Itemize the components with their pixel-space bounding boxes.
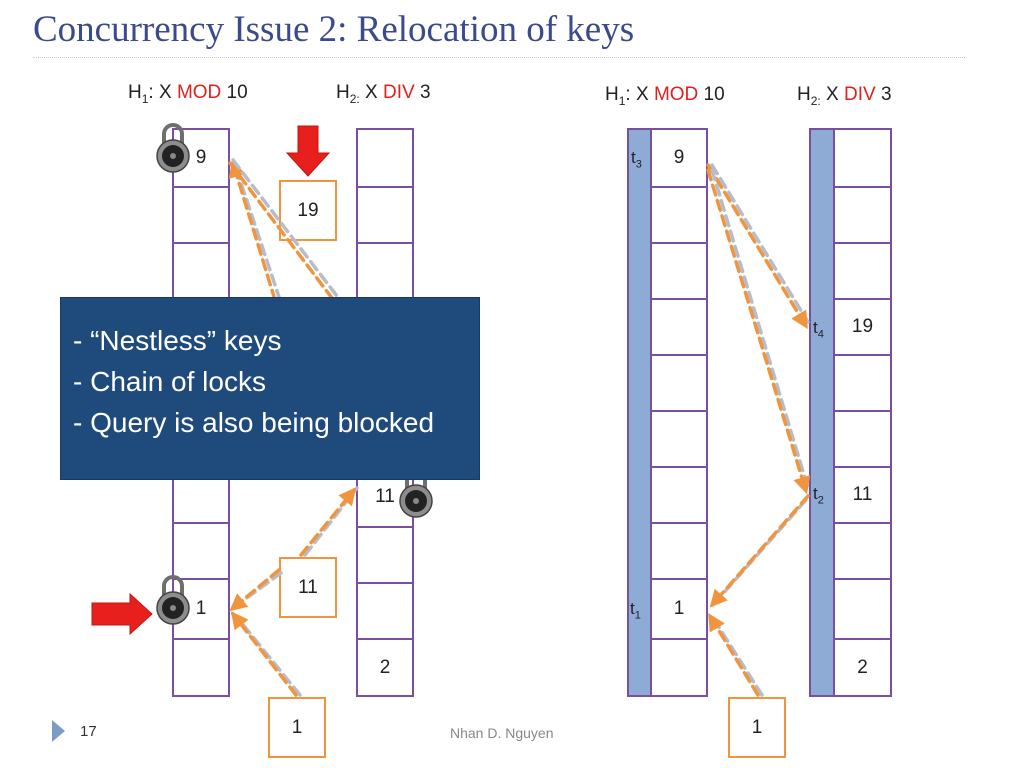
left-t2-cell bbox=[356, 186, 414, 244]
left-t2-cell bbox=[356, 128, 414, 188]
arrow-1-insert bbox=[230, 611, 302, 697]
right-t2-cell bbox=[833, 354, 892, 412]
arrow-11-to-1 bbox=[229, 568, 283, 612]
left-t2-cell bbox=[356, 582, 414, 640]
callout-line: - Chain of locks bbox=[73, 366, 266, 397]
arrow-1-insert-right bbox=[708, 613, 764, 697]
right-t1-cell bbox=[650, 638, 708, 697]
right-t1-cell bbox=[650, 466, 708, 524]
right-t1-cell bbox=[650, 354, 708, 412]
callout-line: - “Nestless” keys bbox=[73, 325, 282, 356]
right-t1-cell bbox=[650, 410, 708, 468]
right-t2-cell: 19 bbox=[833, 298, 892, 356]
left-t1-cell bbox=[172, 638, 230, 697]
right-t2-cell: 2 bbox=[833, 638, 892, 697]
arrow-9-to-t2 bbox=[706, 168, 811, 495]
thread-label-t3: t3 bbox=[631, 148, 642, 171]
right-h2-label: H2: X DIV 3 bbox=[797, 84, 892, 108]
slide-title: Concurrency Issue 2: Relocation of keys bbox=[33, 9, 635, 50]
right-t2-cell bbox=[833, 578, 892, 640]
arrow-11-up bbox=[299, 486, 359, 557]
left-t1-cell bbox=[172, 522, 230, 580]
left-t2-cell bbox=[356, 242, 414, 300]
left-t1-cell bbox=[172, 242, 230, 300]
right-t1-cell bbox=[650, 186, 708, 244]
triangle-bullet-icon bbox=[52, 720, 65, 742]
thread-label-t1: t1 bbox=[630, 599, 641, 622]
inserted-key-19: 19 bbox=[279, 180, 337, 241]
right-t1-cell bbox=[650, 242, 708, 300]
footer-author: Nhan D. Nguyen bbox=[450, 725, 554, 741]
left-h2-label: H2: X DIV 3 bbox=[336, 82, 431, 106]
left-t2-cell bbox=[356, 526, 414, 584]
right-t1-cell bbox=[650, 298, 708, 356]
inserted-key-11: 11 bbox=[279, 557, 337, 618]
thread-label-t2: t2 bbox=[813, 484, 824, 507]
right-t2-cell bbox=[833, 410, 892, 468]
lock-strip bbox=[809, 128, 835, 697]
left-t1-cell: 1 bbox=[172, 578, 230, 640]
right-relocation-arrows bbox=[706, 163, 811, 697]
right-t2-cell bbox=[833, 242, 892, 300]
left-t1-cell: 9 bbox=[172, 128, 230, 188]
slide-number: 17 bbox=[80, 723, 97, 740]
thread-label-t4: t4 bbox=[813, 318, 824, 341]
inserted-key-1: 1 bbox=[268, 697, 326, 758]
right-t1-cell bbox=[650, 522, 708, 580]
arrow-9-to-t4 bbox=[706, 163, 810, 329]
right-t2-cell bbox=[833, 522, 892, 580]
right-t2-cell bbox=[833, 128, 892, 188]
right-t2-cell: 11 bbox=[833, 466, 892, 524]
arrow-9-to-19 bbox=[228, 159, 282, 302]
right-h1-label: H1: X MOD 10 bbox=[605, 84, 725, 108]
title-divider bbox=[33, 57, 965, 58]
right-t2-cell bbox=[833, 186, 892, 244]
right-t1-cell: 1 bbox=[650, 578, 708, 640]
left-t1-cell bbox=[172, 186, 230, 244]
inserted-key-1: 1 bbox=[728, 697, 786, 758]
left-h1-label: H1: X MOD 10 bbox=[128, 82, 248, 106]
left-t2-cell: 2 bbox=[356, 638, 414, 697]
right-t1-cell: 9 bbox=[650, 128, 708, 188]
red-arrow-icon bbox=[91, 592, 153, 636]
callout-line: - Query is also being blocked bbox=[73, 407, 435, 438]
arrow-t2-to-1 bbox=[709, 494, 810, 608]
callout-box: - “Nestless” keys - Chain of locks - Que… bbox=[60, 297, 480, 480]
red-arrow-icon bbox=[285, 125, 331, 177]
